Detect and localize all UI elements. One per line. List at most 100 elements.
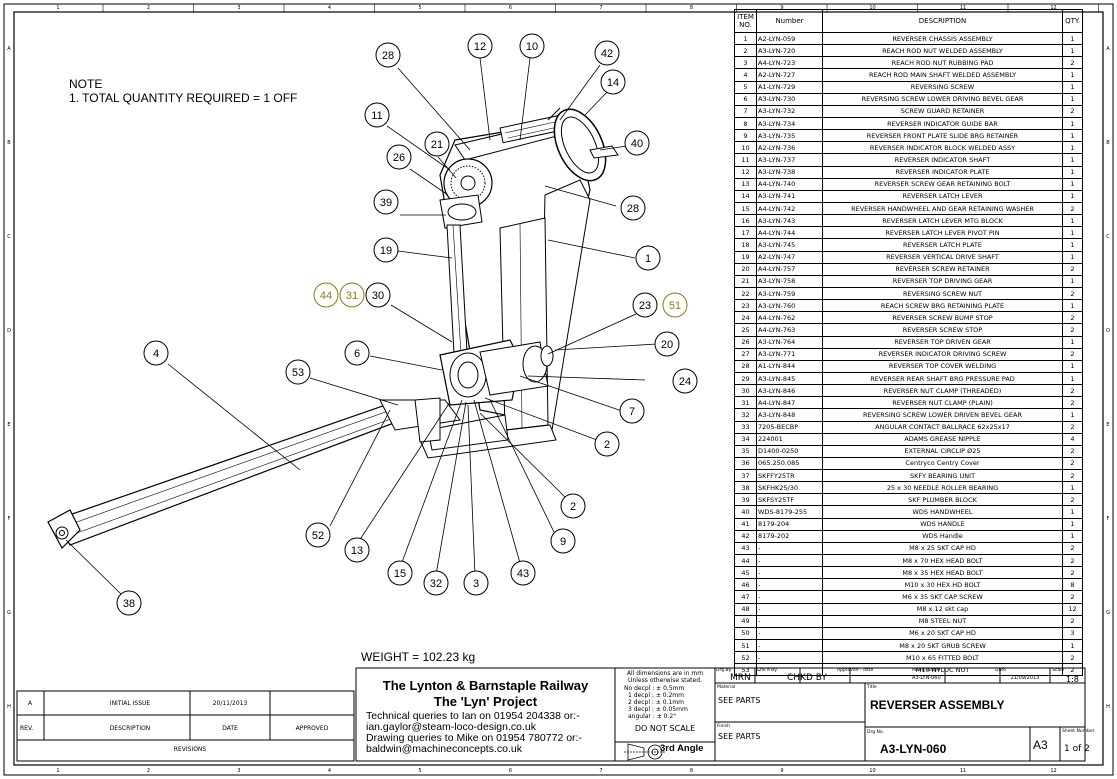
bom-description: SKF PLUMBER BLOCK [822,493,1063,507]
zone-row-G: G [7,610,11,616]
zone-row-B: B [7,140,11,146]
scale-label: Scale [1052,668,1065,673]
balloon-item-10: 10 [519,33,545,59]
bom-item-no: 22 [734,286,757,301]
bom-part-number: 8179-202 [756,529,823,543]
balloon-item-15: 15 [387,560,413,586]
leader-lines [65,57,658,595]
model-label: Model Name [912,668,941,673]
drawing-date: 21/09/2013 [1010,675,1040,681]
rev-header: REV. [20,725,34,732]
bom-qty: 1 [1062,141,1083,155]
balloon-number: 32 [430,578,442,590]
sheet-number-label: Sheet Number [1062,729,1095,734]
bom-item-no: 30 [734,384,757,398]
zone-col-10: 10 [869,5,875,11]
balloon-item-9: 9 [550,528,576,554]
balloon-item-4: 4 [143,340,169,366]
bom-part-number: - [756,614,823,628]
bom-description: REVERSER LATCH PLATE [822,238,1063,252]
balloon-number: 23 [639,300,651,312]
balloon-item-44: 44 [313,282,339,308]
bom-description: REACH ROD MAIN SHAFT WELDED ASSEMBLY [822,68,1063,82]
bom-part-number: A4-LYN-744 [756,226,823,240]
bom-part-number: A4-LYN-723 [756,56,823,70]
tol-line-2: Unless otherwise stated. [628,677,702,684]
balloon-number: 31 [346,290,358,302]
zone-col-10: 10 [869,768,875,774]
bom-description: REVERSER SCREW GEAR RETAINING BOLT [822,177,1063,191]
balloon-number: 2 [604,439,610,451]
date-header: DATE [222,725,238,732]
bom-part-number: A3-LYN-732 [756,104,823,118]
drg-by-label: Drg By. [716,668,733,673]
bom-item-no: 41 [734,517,757,531]
bom-qty: 2 [1062,201,1083,216]
zone-col-7: 7 [599,768,602,774]
zone-row-B: B [1106,140,1110,146]
header-item-no: ITEM NO. [734,9,757,33]
bom-description: REVERSER INDICATOR SHAFT [822,153,1063,167]
bom-qty: 1 [1062,116,1083,131]
bom-qty: 2 [1062,286,1083,301]
material-value: SEE PARTS [718,696,761,705]
bom-qty: 2 [1062,566,1083,580]
bom-item-no: 31 [734,396,757,410]
zone-col-3: 3 [237,768,240,774]
bom-qty: 2 [1062,384,1083,398]
bom-description: REACH SCREW BRG RETAINING PLATE [822,299,1063,313]
bom-item-no: 7 [734,104,757,118]
header-qty: QTY. [1062,9,1083,33]
zone-col-1: 1 [56,768,59,774]
bom-part-number: A2-LYN-059 [756,31,823,46]
bom-description: REVERSER LATCH LEVER MTG BLOCK [822,214,1063,228]
bom-item-no: 43 [734,541,757,556]
bom-part-number: A4-LYN-762 [756,311,823,325]
balloon-number: 38 [123,598,135,610]
model-name: A3-LYN-060 [912,675,941,681]
bom-item-no: 20 [734,262,757,276]
note-heading: NOTE [69,77,103,91]
bom-description: WDS Handle [822,529,1063,543]
drawing-email: baldwin@machineconcepts.co.uk [366,743,522,755]
bom-item-no: 5 [734,80,757,94]
third-angle-symbol [624,743,665,761]
technical-email: ian.gaylor@steam-loco-design.co.uk [366,721,536,733]
balloon-number: 40 [631,138,643,150]
bom-item-no: 1 [734,31,757,46]
zone-row-A: A [1106,46,1110,52]
balloon-item-38: 38 [116,590,142,616]
bom-description: REVERSER FRONT PLATE SLIDE BRG RETAINER [822,129,1063,143]
bom-part-number: WDS-8179-255 [756,505,823,519]
zone-col-11: 11 [960,5,966,11]
bom-qty: 1 [1062,505,1083,519]
bom-qty: 2 [1062,56,1083,70]
bom-part-number: - [756,590,823,604]
bom-part-number: A3-LYN-730 [756,92,823,106]
bom-description: REACH ROD NUT WELDED ASSEMBLY [822,44,1063,58]
bom-qty: 1 [1062,129,1083,143]
zone-col-6: 6 [509,5,512,11]
bom-qty: 1 [1062,359,1083,373]
bom-part-number: A3-LYN-738 [756,165,823,179]
checked-label: Chk'd By. [757,668,778,673]
bom-qty: 8 [1062,578,1083,592]
bom-qty: 1 [1062,274,1083,288]
balloon-item-21: 21 [424,131,450,157]
balloon-number: 10 [526,41,538,53]
tol-line-6: 3 decpl : ± 0.05mm [628,706,688,713]
bom-item-no: 40 [734,505,757,519]
bom-item-no: 34 [734,432,757,446]
bom-part-number: A4-LYN-847 [756,396,823,410]
bom-part-number: 065.250.085 [756,456,823,471]
